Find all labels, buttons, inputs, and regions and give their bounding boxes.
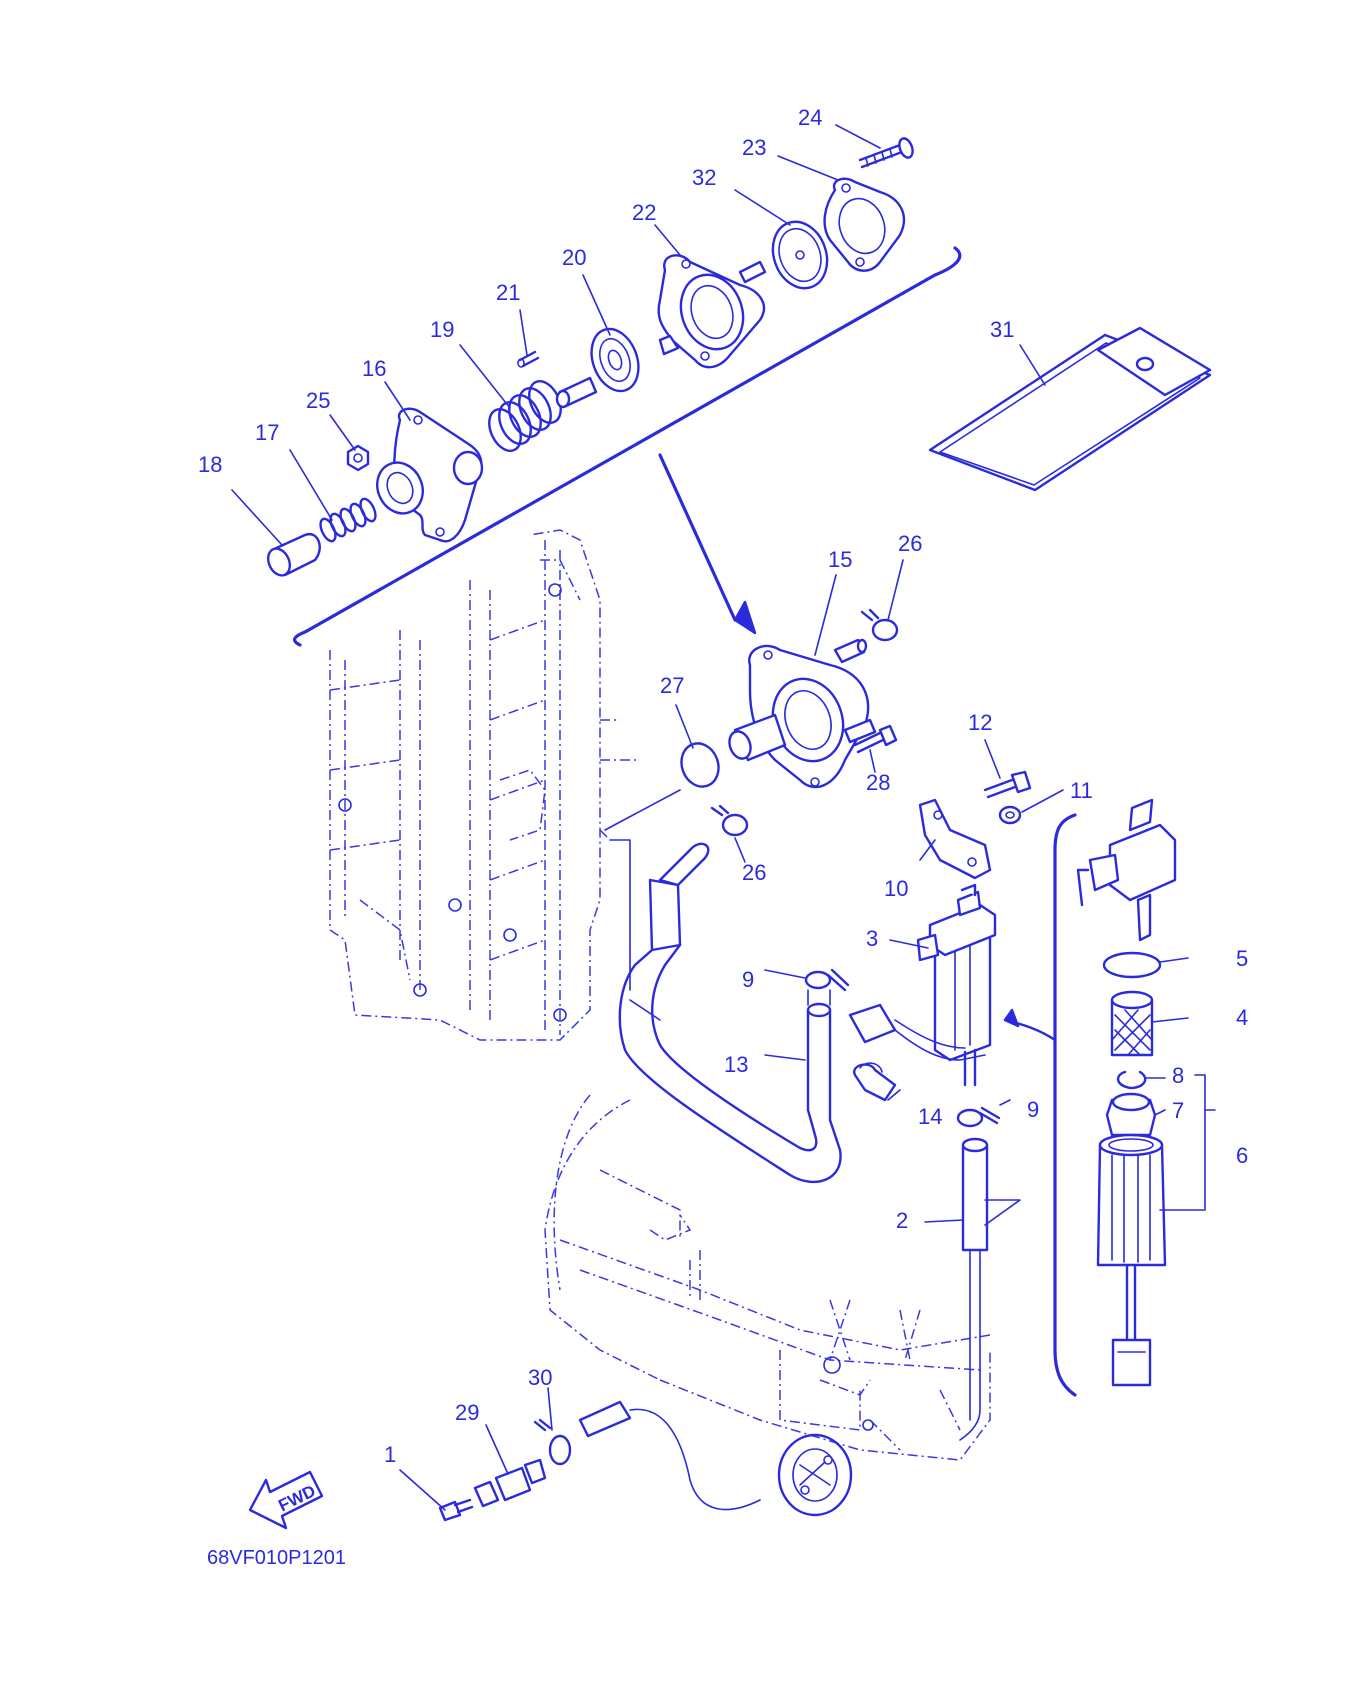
part-10-bracket (918, 798, 992, 880)
part-5-o-ring (1102, 951, 1162, 979)
part-9-clamp-upper (804, 968, 850, 992)
part-1-bolt (438, 1498, 474, 1522)
part-29-fitting (473, 1458, 547, 1508)
fwd-arrow-icon: FWD (248, 1470, 324, 1530)
callout-26-upper: 26 (898, 531, 922, 556)
callout-labels: 1 2 3 4 5 6 7 8 9 9 10 11 12 13 14 15 16… (198, 105, 1248, 1467)
callout-24: 24 (798, 105, 822, 130)
part-23-cover (823, 177, 906, 272)
part-19-spring (488, 380, 562, 452)
callout-31: 31 (990, 317, 1014, 342)
lower-housing-outline (544, 1094, 991, 1517)
drawing-code: 68VF010P1201 (207, 1547, 346, 1569)
callout-4: 4 (1236, 1005, 1248, 1030)
part-30-clamp (533, 1418, 572, 1466)
part-3-fuel-filter (916, 883, 997, 1087)
callout-32: 32 (692, 165, 716, 190)
filter-head-breakout (1076, 798, 1177, 942)
leader-lines (231, 124, 1216, 1511)
part-25-nut (346, 444, 370, 472)
callout-16: 16 (362, 356, 386, 381)
callout-10: 10 (884, 876, 908, 901)
part-26-clip-upper (860, 608, 899, 642)
callout-9-lower: 9 (1027, 1097, 1039, 1122)
part-15-fuel-pump (728, 638, 877, 789)
callout-30: 30 (528, 1365, 552, 1390)
part-16-pump-cover (376, 407, 484, 543)
callout-8: 8 (1172, 1063, 1184, 1088)
callout-1: 1 (384, 1442, 396, 1467)
part-18-plug (266, 532, 321, 577)
callout-26-lower: 26 (742, 860, 766, 885)
callout-22: 22 (632, 200, 656, 225)
callout-27: 27 (660, 673, 684, 698)
part-17-spring (319, 497, 377, 543)
part-14-clamp (853, 1062, 897, 1102)
callout-21: 21 (496, 280, 520, 305)
part-6-filter-cup (1096, 1133, 1167, 1387)
callout-14: 14 (918, 1104, 942, 1129)
part-4-filter-element (1110, 990, 1154, 1057)
part-21-pin (517, 350, 540, 368)
callout-25: 25 (306, 388, 330, 413)
inlet-hose (578, 1400, 761, 1511)
callout-7: 7 (1172, 1098, 1184, 1123)
callout-28: 28 (866, 770, 890, 795)
part-11-nut (998, 805, 1022, 825)
part-2-pipe (959, 1137, 989, 1441)
callout-23: 23 (742, 135, 766, 160)
part-13-hose (807, 989, 831, 1006)
sensor-connector (848, 1003, 986, 1061)
part-9-clamp-lower (956, 1106, 1001, 1128)
callout-5: 5 (1236, 946, 1248, 971)
callout-11: 11 (1070, 778, 1093, 803)
engine-block-outline (329, 529, 640, 1041)
part-8-snap-ring (1116, 1070, 1147, 1090)
fuel-hoses (604, 789, 842, 1184)
part-7-nut (1105, 1092, 1157, 1137)
callout-12: 12 (968, 710, 992, 735)
callout-2: 2 (896, 1208, 908, 1233)
callout-17: 17 (255, 420, 279, 445)
part-20-diaphragm (555, 327, 640, 409)
callout-13: 13 (724, 1052, 748, 1077)
callout-19: 19 (430, 317, 454, 342)
part-22-pump-housing (657, 254, 767, 369)
callout-18: 18 (198, 452, 222, 477)
callout-3: 3 (866, 926, 878, 951)
part-28-bolt (853, 724, 898, 754)
part-26-clip-lower (710, 804, 749, 837)
part-31-gasket-kit (928, 326, 1212, 492)
callout-15: 15 (828, 547, 852, 572)
filter-group-bracket (1003, 813, 1077, 1397)
part-12-bolt (983, 770, 1032, 799)
exploded-group-bracket (293, 246, 962, 647)
callout-29: 29 (455, 1400, 479, 1425)
part-24-screw (858, 137, 914, 169)
callout-9-upper: 9 (742, 967, 754, 992)
callout-20: 20 (562, 245, 586, 270)
callout-6: 6 (1236, 1143, 1248, 1168)
part-27-o-ring (680, 742, 720, 788)
